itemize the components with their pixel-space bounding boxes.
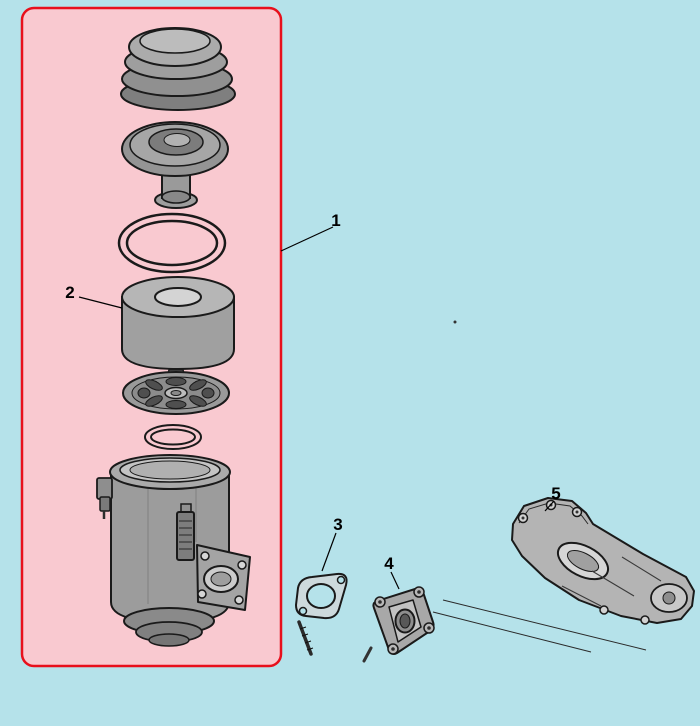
callout-1-label[interactable]: 1 [331,211,340,230]
large-o-ring [117,212,227,274]
callout-3[interactable]: 3 [321,515,343,572]
callout-5[interactable]: 5 [544,484,561,512]
canister-body [96,454,251,647]
callout-5-label[interactable]: 5 [551,484,560,503]
manifold-port [556,541,610,581]
callout-4[interactable]: 4 [384,554,400,590]
filter-element [121,276,235,371]
baffle-plate [122,369,230,415]
callout-2-label[interactable]: 2 [65,283,74,302]
canister-mount-flange [196,544,251,611]
filter-cover-knob [121,121,229,209]
intake-manifold [511,497,695,625]
gasket [295,572,348,656]
callout-2[interactable]: 2 [65,283,123,309]
dot-mark [453,320,457,324]
callout-3-label[interactable]: 3 [333,515,342,534]
callout-4-label[interactable]: 4 [384,554,394,573]
intake-flange-adapter [362,586,435,663]
callout-1[interactable]: 1 [280,211,341,252]
air-cleaner-cap [120,27,236,111]
canister-clamp-left [96,477,113,519]
canister-buckle [176,503,195,561]
assembly-lines [432,599,647,653]
small-o-ring [144,424,202,450]
